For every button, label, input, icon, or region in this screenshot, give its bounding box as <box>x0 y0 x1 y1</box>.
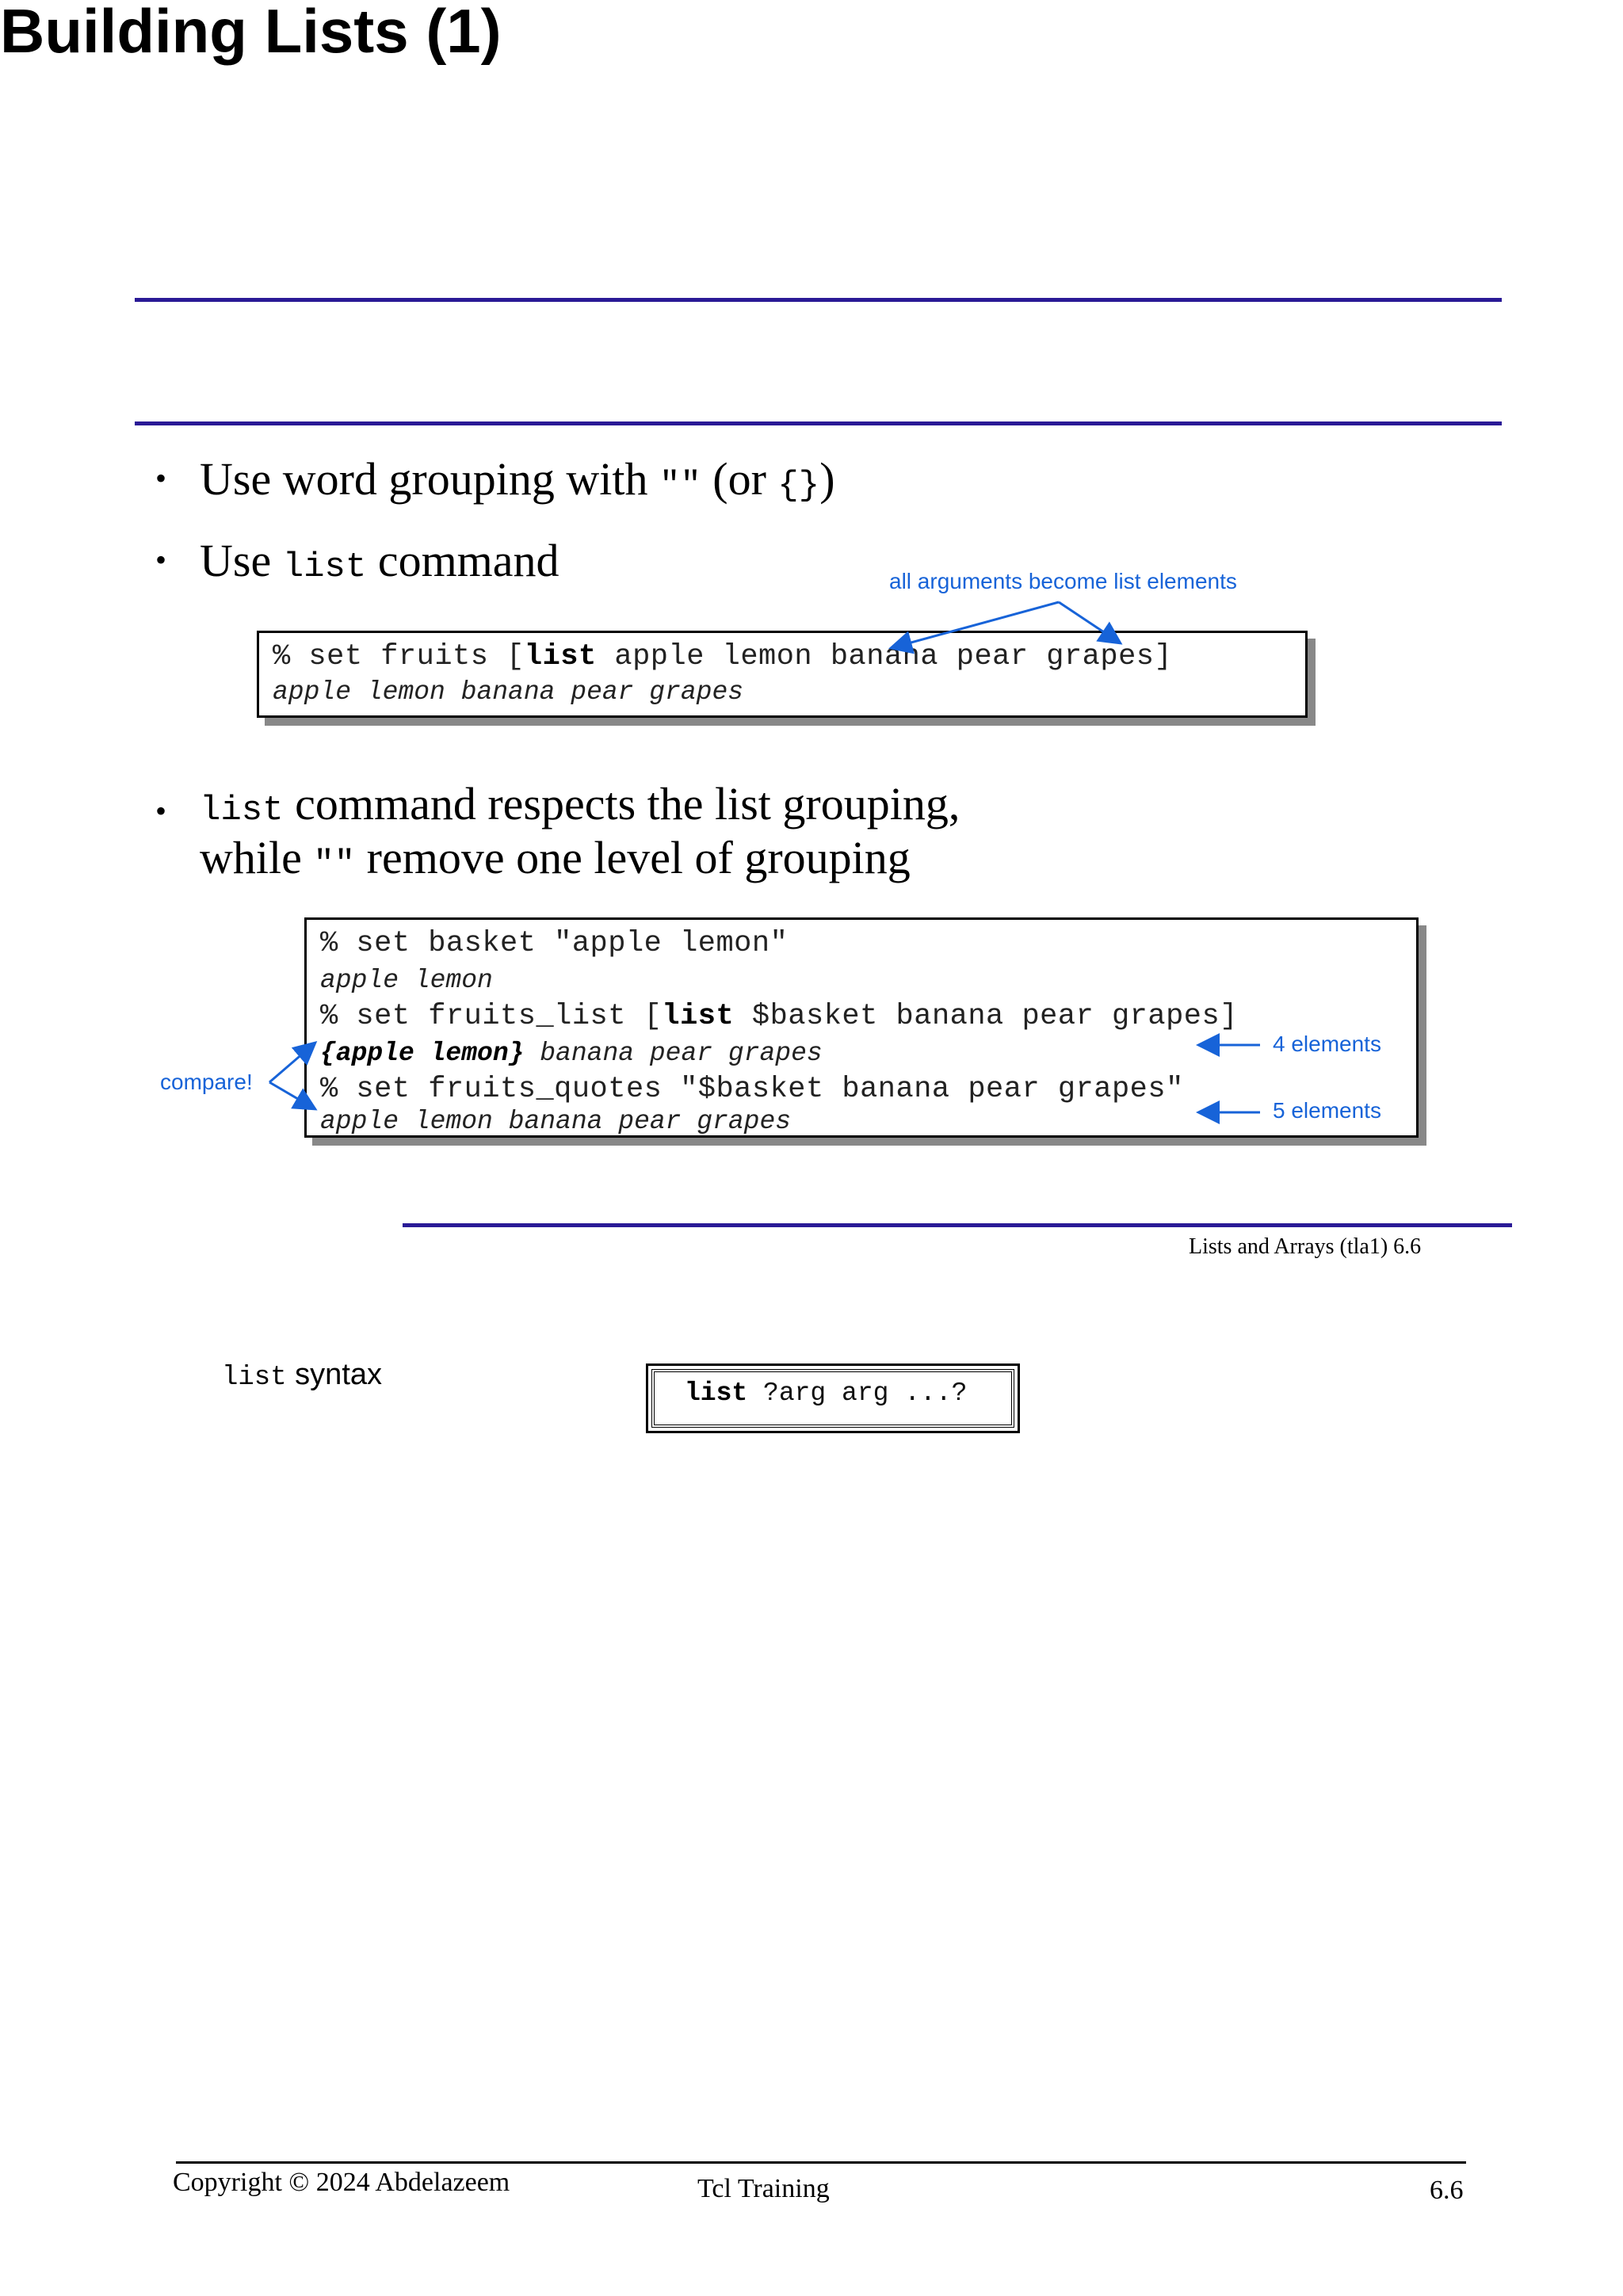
code-list: list <box>282 547 367 587</box>
footer-page-number: 6.6 <box>1430 2176 1464 2205</box>
code-quotes: "" <box>313 845 356 884</box>
annotation-five-elements: 5 elements <box>1273 1098 1381 1123</box>
code-list: list <box>222 1363 287 1393</box>
footer-copyright: Copyright © 2024 Abdelazeem <box>173 2168 510 2197</box>
code-text: % set fruits [ <box>273 640 525 673</box>
syntax-label: list syntax <box>222 1358 382 1393</box>
bullet-text-part: Use word grouping with <box>200 453 659 505</box>
title-top-rule <box>135 298 1502 302</box>
bullet-word-grouping: Use word grouping with "" (or {}) <box>200 452 835 507</box>
code-text: % set fruits_list [ <box>320 1000 663 1033</box>
bullet-text-part: (or <box>701 453 778 505</box>
bullet-dot: • <box>155 542 167 578</box>
bullet-list-command: Use list command <box>200 533 559 589</box>
footer-course: Tcl Training <box>697 2174 830 2203</box>
code-text: ?arg arg ...? <box>747 1379 968 1408</box>
syntax-label-text: syntax <box>286 1358 383 1391</box>
code-command-line: % set fruits [list apple lemon banana pe… <box>273 640 1172 673</box>
code-output-line: apple lemon <box>320 966 493 995</box>
code-box-list-example <box>257 631 1308 718</box>
code-quotes: "" <box>659 466 701 505</box>
annotation-all-arguments: all arguments become list elements <box>889 569 1237 593</box>
code-keyword-list: list <box>524 640 597 673</box>
syntax-box <box>646 1363 1020 1433</box>
bullet-text-part: remove one level of grouping <box>355 832 911 883</box>
annotation-compare: compare! <box>160 1070 253 1094</box>
code-text: apple lemon banana pear grapes] <box>596 640 1173 673</box>
code-text: $basket banana pear grapes] <box>734 1000 1238 1033</box>
code-list: list <box>200 791 284 830</box>
code-command-line: % set fruits_quotes "$basket banana pear… <box>320 1073 1184 1106</box>
footer-rule <box>176 2161 1466 2164</box>
code-output-line: apple lemon banana pear grapes <box>320 1107 792 1136</box>
bullet-text-part: while <box>200 832 314 883</box>
code-text: banana pear grapes <box>524 1039 823 1068</box>
bullet-text-part: Use <box>200 535 283 586</box>
bullet-dot: • <box>155 793 167 829</box>
slide-title: Building Lists (1) <box>0 0 502 66</box>
bullet-text-part: command respects the list grouping, <box>283 778 960 830</box>
code-box-grouping-example <box>304 917 1419 1138</box>
section-rule <box>403 1223 1512 1227</box>
code-braces: {} <box>777 466 820 505</box>
section-reference: Lists and Arrays (tla1) 6.6 <box>1189 1234 1422 1259</box>
code-output-line: apple lemon banana pear grapes <box>273 677 744 707</box>
annotation-four-elements: 4 elements <box>1273 1032 1381 1056</box>
code-command-line: % set fruits_list [list $basket banana p… <box>320 1000 1238 1033</box>
code-command-line: % set basket "apple lemon" <box>320 927 789 960</box>
bullet-dot: • <box>155 460 167 496</box>
code-output-line: {apple lemon} banana pear grapes <box>320 1039 823 1068</box>
code-output-bold: {apple lemon} <box>320 1039 525 1068</box>
code-keyword-list: list <box>685 1379 748 1408</box>
bullet-text-part: command <box>366 535 559 586</box>
bullet-text-part: ) <box>819 453 835 505</box>
bullet-list-grouping: list command respects the list grouping, <box>200 776 960 832</box>
bullet-list-grouping-line2: while "" remove one level of grouping <box>200 830 911 886</box>
syntax-box-text: list ?arg arg ...? <box>685 1379 967 1408</box>
title-bottom-rule <box>135 421 1502 425</box>
code-keyword-list: list <box>662 1000 735 1033</box>
